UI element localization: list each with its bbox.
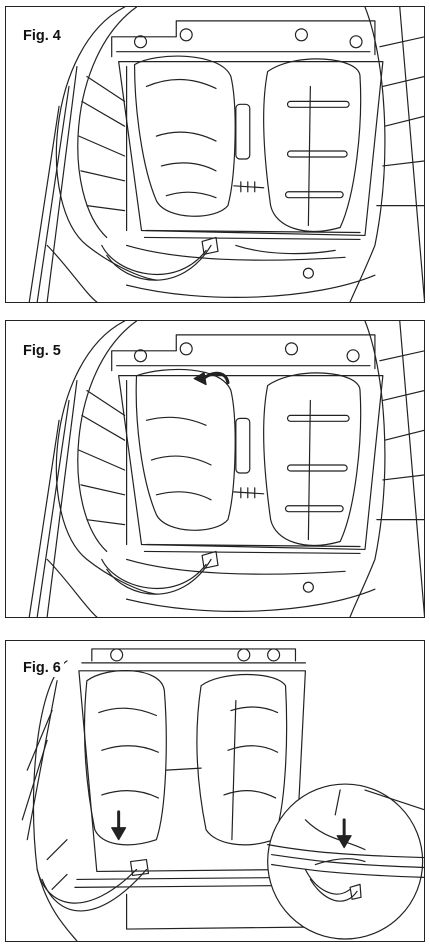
figure-5-illustration bbox=[28, 321, 424, 617]
figure-5-panel: Fig. 5 bbox=[5, 320, 425, 618]
magnified-inset bbox=[267, 783, 424, 940]
figure-6-illustration bbox=[21, 648, 424, 941]
left-cushion bbox=[135, 368, 236, 531]
figure-6-panel: Fig. 6 bbox=[5, 640, 425, 942]
figure-label: Fig. 4 bbox=[20, 27, 64, 45]
figure-label: Fig. 5 bbox=[20, 342, 64, 360]
mounting-plate bbox=[111, 20, 376, 58]
right-cushion bbox=[263, 58, 362, 232]
figure-4-illustration bbox=[28, 7, 424, 302]
outer-arc bbox=[55, 7, 157, 281]
tube bbox=[101, 244, 207, 275]
figure-4-panel: Fig. 4 bbox=[5, 6, 425, 303]
housing bbox=[118, 61, 384, 237]
figure-label: Fig. 6 bbox=[20, 659, 64, 677]
left-cushion bbox=[83, 669, 167, 846]
left-fins bbox=[78, 75, 126, 212]
left-cushion bbox=[133, 55, 236, 217]
right-cushion bbox=[196, 673, 288, 846]
